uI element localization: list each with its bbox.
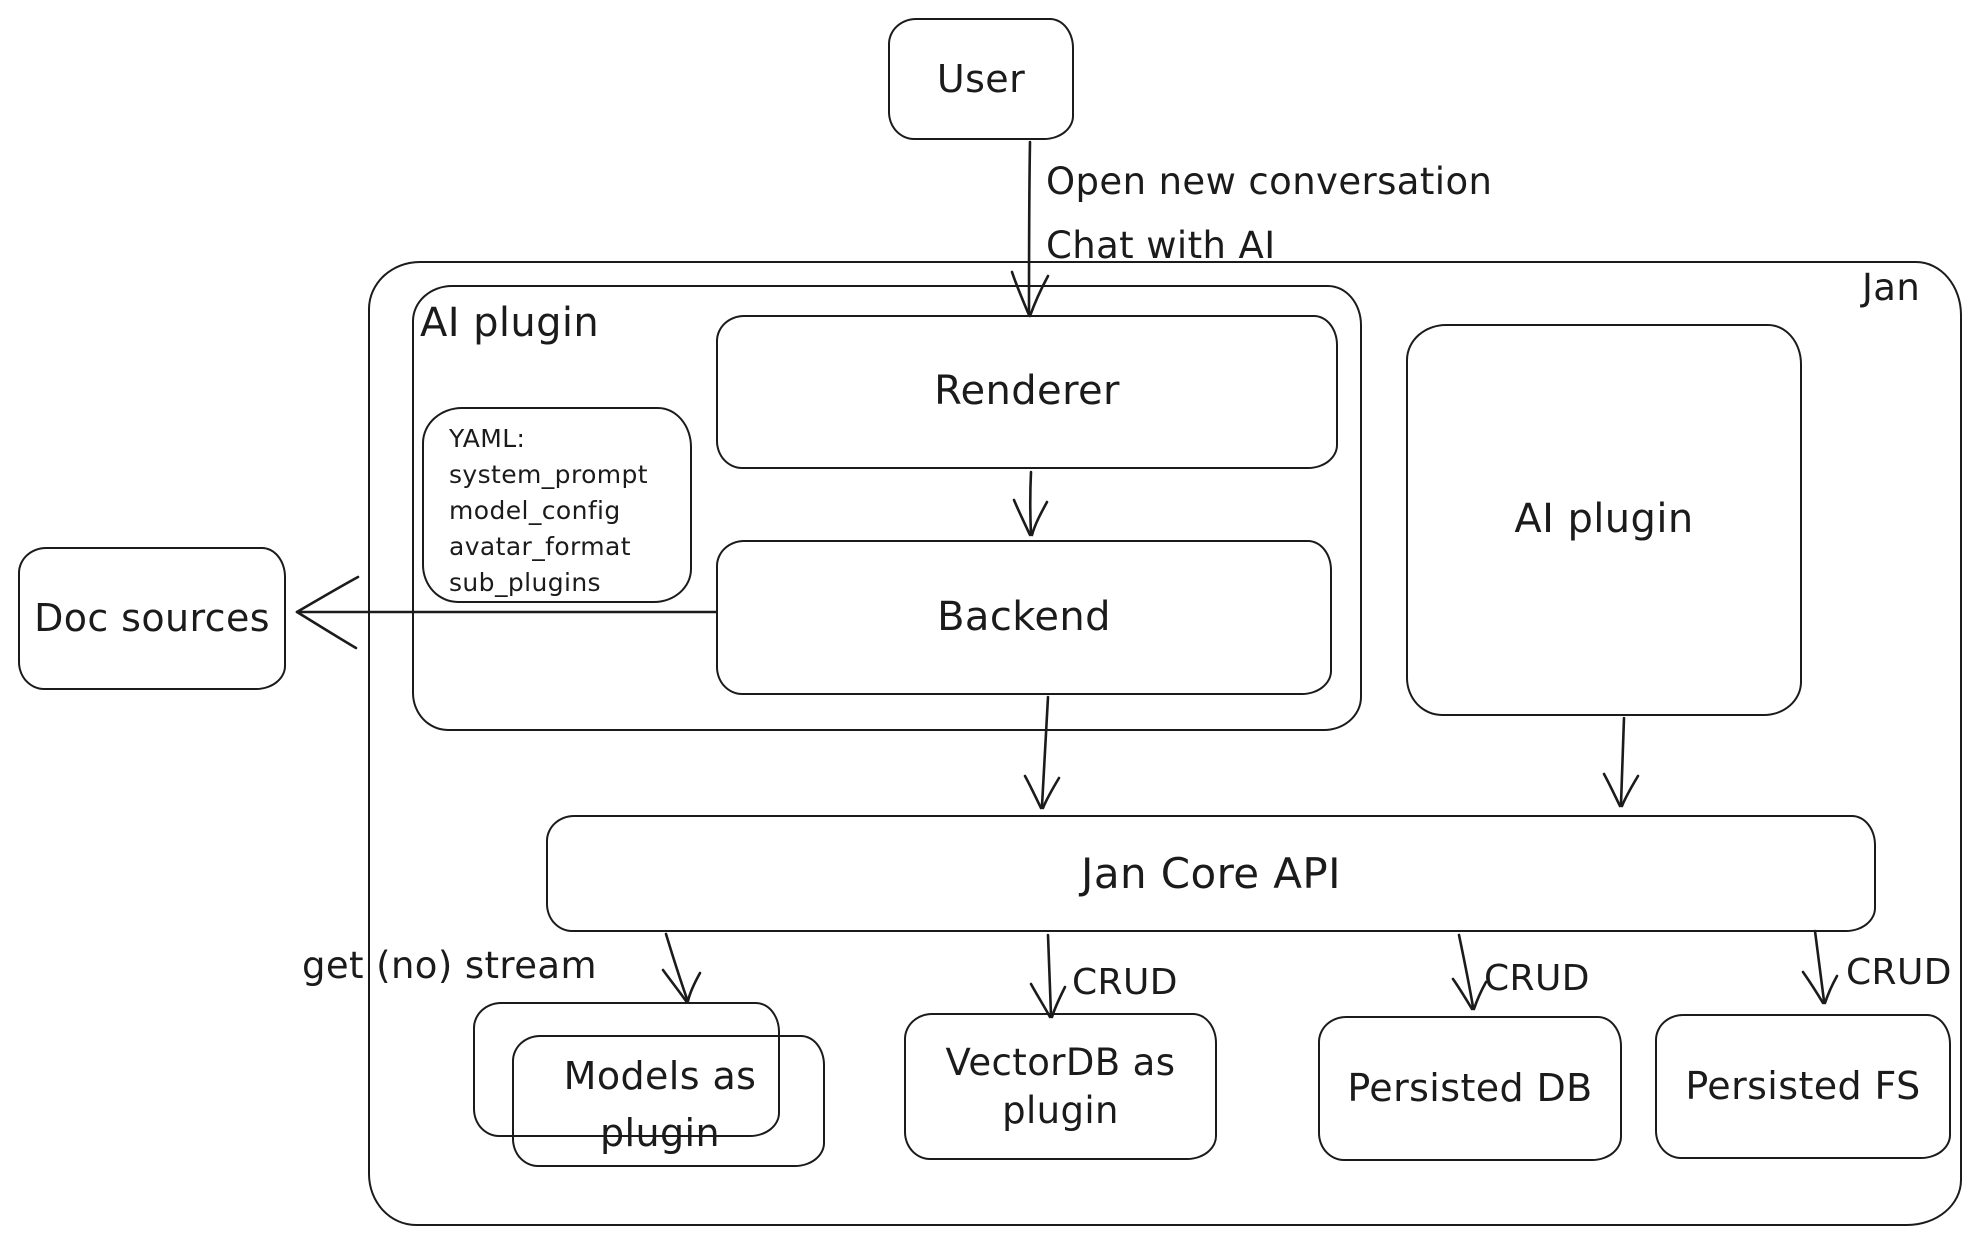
persisted-fs-node-label: Persisted FS bbox=[1685, 1064, 1921, 1109]
ai-plugin-left-container[interactable] bbox=[412, 285, 1362, 731]
edge-label-crud-persisted-fs: CRUD bbox=[1846, 952, 1952, 993]
edge-label-user-flow-line2: Chat with AI bbox=[1046, 224, 1276, 267]
yaml-note[interactable] bbox=[422, 407, 692, 603]
vectordb-plugin-label-line2: plugin bbox=[1002, 1088, 1119, 1132]
ai-plugin-right-node-label: AI plugin bbox=[1514, 496, 1694, 543]
edge-label-get-no-stream: get (no) stream bbox=[302, 944, 597, 987]
persisted-db-node[interactable]: Persisted DB bbox=[1318, 1016, 1622, 1161]
models-plugin-node-back[interactable] bbox=[473, 1002, 780, 1137]
jan-container[interactable] bbox=[368, 261, 1962, 1226]
edge-label-crud-persisted-db: CRUD bbox=[1484, 958, 1590, 999]
yaml-note-line: sub_plugins bbox=[449, 568, 601, 597]
models-plugin-label: Models as plugin bbox=[485, 1048, 835, 1162]
doc-sources-node-label: Doc sources bbox=[34, 596, 270, 641]
jan-core-api-node-label: Jan Core API bbox=[1081, 848, 1341, 898]
models-plugin-node[interactable] bbox=[512, 1035, 825, 1167]
models-plugin-label-line1: Models as bbox=[563, 1054, 757, 1098]
jan-core-api-node[interactable]: Jan Core API bbox=[546, 815, 1876, 932]
yaml-note-line: avatar_format bbox=[449, 532, 631, 561]
ai-plugin-right-node[interactable]: AI plugin bbox=[1406, 324, 1802, 716]
user-node[interactable]: User bbox=[888, 18, 1074, 140]
jan-container-label: Jan bbox=[1862, 266, 1921, 309]
edge-label-crud-vectordb: CRUD bbox=[1072, 962, 1178, 1003]
renderer-node-label: Renderer bbox=[934, 368, 1120, 415]
doc-sources-node[interactable]: Doc sources bbox=[18, 547, 286, 690]
edge-label-user-flow-line1: Open new conversation bbox=[1046, 160, 1493, 203]
yaml-note-line: model_config bbox=[449, 496, 621, 525]
ai-plugin-left-label: AI plugin bbox=[420, 300, 600, 346]
yaml-note-text: YAML: system_prompt model_config avatar_… bbox=[449, 421, 648, 601]
yaml-note-title: YAML: bbox=[449, 424, 526, 453]
persisted-db-node-label: Persisted DB bbox=[1347, 1066, 1593, 1111]
persisted-fs-node[interactable]: Persisted FS bbox=[1655, 1014, 1951, 1159]
models-plugin-label-line2: plugin bbox=[600, 1111, 720, 1155]
yaml-note-line: system_prompt bbox=[449, 460, 648, 489]
renderer-node[interactable]: Renderer bbox=[716, 315, 1338, 469]
user-node-label: User bbox=[936, 56, 1026, 101]
backend-node[interactable]: Backend bbox=[716, 540, 1332, 695]
backend-node-label: Backend bbox=[937, 593, 1111, 640]
vectordb-plugin-node[interactable]: VectorDB as plugin bbox=[904, 1013, 1217, 1160]
vectordb-plugin-label: VectorDB as plugin bbox=[946, 1039, 1176, 1134]
vectordb-plugin-label-line1: VectorDB as bbox=[945, 1041, 1176, 1085]
